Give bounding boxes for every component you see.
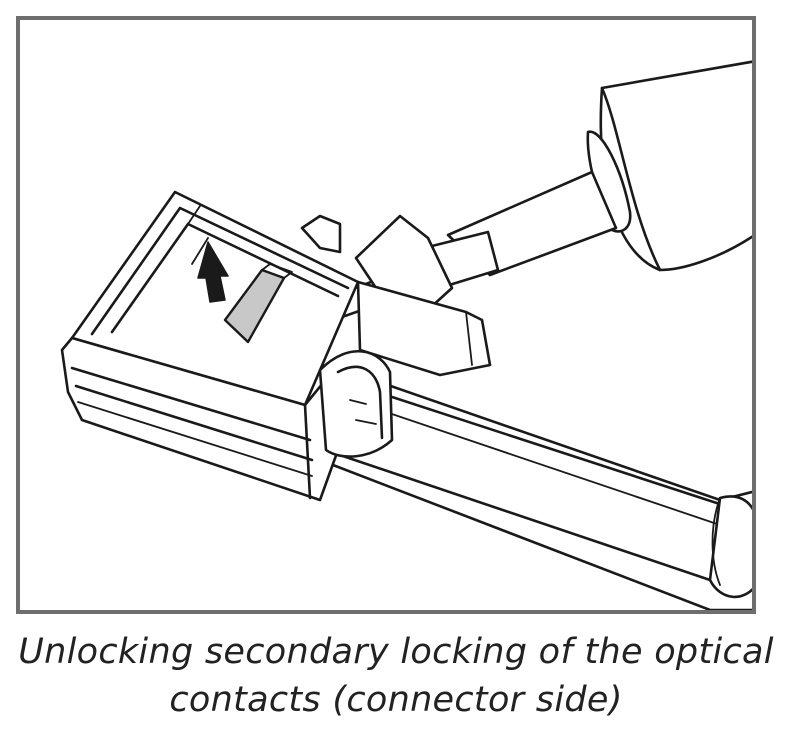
- locking-slide-top: [261, 263, 293, 279]
- screwdriver-handle: [586, 60, 752, 272]
- optical-cable: [318, 363, 752, 610]
- figure-frame: [16, 16, 756, 614]
- arrow-up-icon: [191, 237, 229, 303]
- connector-housing: [60, 190, 492, 502]
- figure-caption: Unlocking secondary locking of the optic…: [0, 628, 792, 724]
- connector-illustration: [60, 60, 752, 610]
- caption-line-1: Unlocking secondary locking of the optic…: [18, 632, 774, 672]
- caption-line-2: contacts (connector side): [169, 680, 623, 720]
